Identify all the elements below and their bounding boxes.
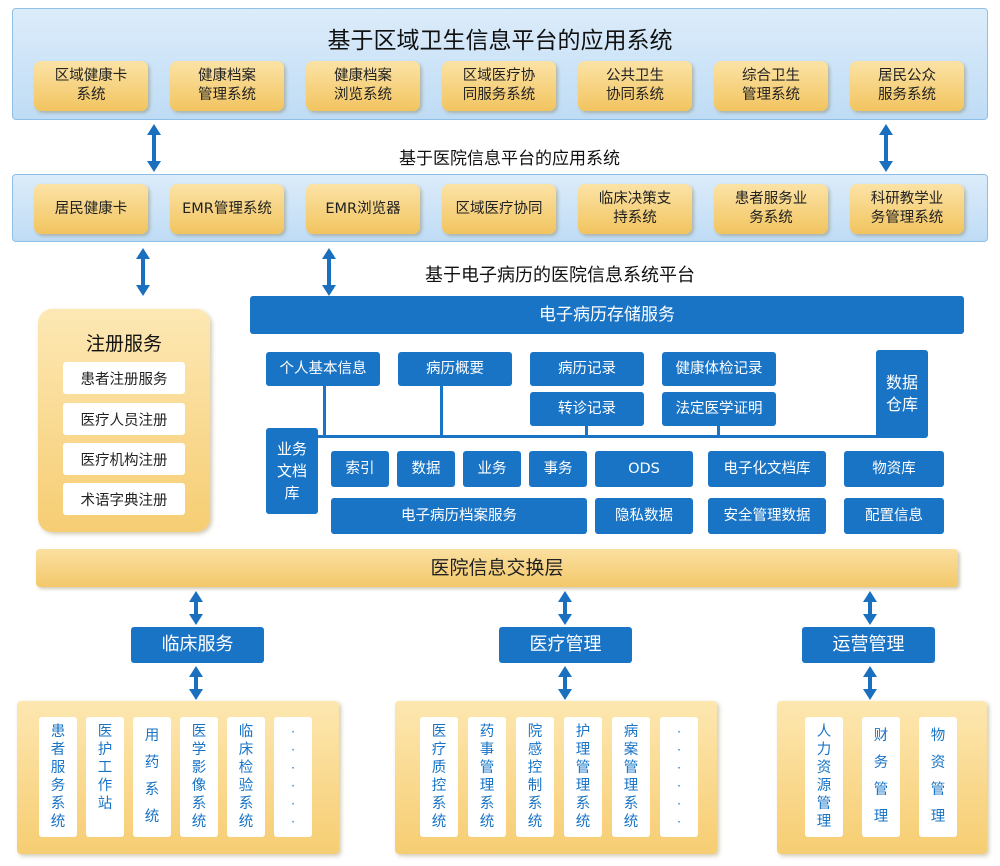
connector-line bbox=[717, 426, 720, 438]
emr-store-box: 电子病历档案服务 bbox=[331, 498, 587, 534]
business-archive-box: 业务 文档 库 bbox=[266, 428, 318, 514]
emr-store-box: 索引 bbox=[331, 451, 389, 487]
more-systems-column: ······ bbox=[660, 717, 698, 837]
system-column: 护理管理系统 bbox=[564, 717, 602, 837]
hospital-app-box: 科研教学业 务管理系统 bbox=[850, 184, 964, 234]
emr-data-box: 个人基本信息 bbox=[266, 352, 380, 386]
regional-app-box: 区域健康卡 系统 bbox=[34, 61, 148, 111]
hospital-app-box: EMR管理系统 bbox=[170, 184, 284, 234]
hospital-app-box: 患者服务业 务系统 bbox=[714, 184, 828, 234]
registration-item: 术语字典注册 bbox=[63, 483, 185, 515]
bidirectional-arrow-icon bbox=[879, 124, 893, 172]
registration-title: 注册服务 bbox=[85, 333, 162, 355]
group-label-operations: 运营管理 bbox=[802, 627, 935, 663]
system-column: 人力资源管理 bbox=[805, 717, 843, 837]
system-column: 临床检验系统 bbox=[227, 717, 265, 837]
bidirectional-arrow-icon bbox=[558, 591, 572, 625]
connector-line bbox=[323, 386, 326, 438]
registration-item: 医疗人员注册 bbox=[63, 403, 185, 435]
group-label-medical-management: 医疗管理 bbox=[499, 627, 632, 663]
bidirectional-arrow-icon bbox=[322, 248, 336, 296]
emr-store-box: 安全管理数据 bbox=[708, 498, 826, 534]
data-warehouse-box: 数据 仓库 bbox=[876, 350, 928, 438]
emr-data-box: 健康体检记录 bbox=[662, 352, 776, 386]
emr-data-box: 病历记录 bbox=[530, 352, 644, 386]
system-column: 患者服务系统 bbox=[39, 717, 77, 837]
emr-store-box: 隐私数据 bbox=[595, 498, 693, 534]
bidirectional-arrow-icon bbox=[189, 666, 203, 700]
emr-store-box: 数据 bbox=[397, 451, 455, 487]
emr-store-box: ODS bbox=[595, 451, 693, 487]
emr-store-box: 业务 bbox=[463, 451, 521, 487]
emr-store-box: 事务 bbox=[529, 451, 587, 487]
emr-storage-bar: 电子病历存储服务 bbox=[250, 296, 964, 334]
bidirectional-arrow-icon bbox=[863, 591, 877, 625]
regional-app-box: 健康档案 管理系统 bbox=[170, 61, 284, 111]
system-column: 院感控制系统 bbox=[516, 717, 554, 837]
hospital-app-box: 居民健康卡 bbox=[34, 184, 148, 234]
hospital-app-box: 区域医疗协同 bbox=[442, 184, 556, 234]
regional-app-box: 健康档案 浏览系统 bbox=[306, 61, 420, 111]
regional-app-box: 综合卫生 管理系统 bbox=[714, 61, 828, 111]
bidirectional-arrow-icon bbox=[863, 666, 877, 700]
more-systems-column: ······ bbox=[274, 717, 312, 837]
emr-platform-title: 基于电子病历的医院信息系统平台 bbox=[425, 265, 695, 286]
bidirectional-arrow-icon bbox=[147, 124, 161, 172]
group-label-clinical: 临床服务 bbox=[131, 627, 264, 663]
regional-app-box: 区域医疗协 同服务系统 bbox=[442, 61, 556, 111]
system-column: 医护工作站 bbox=[86, 717, 124, 837]
connector-bus bbox=[266, 435, 912, 438]
regional-app-box: 居民公众 服务系统 bbox=[850, 61, 964, 111]
system-column: 物资管理 bbox=[919, 717, 957, 837]
system-column: 医学影像系统 bbox=[180, 717, 218, 837]
emr-data-box: 法定医学证明 bbox=[662, 392, 776, 426]
connector-line bbox=[440, 386, 443, 438]
bidirectional-arrow-icon bbox=[189, 591, 203, 625]
system-column: 医疗质控系统 bbox=[420, 717, 458, 837]
system-column: 药事管理系统 bbox=[468, 717, 506, 837]
system-column: 财务管理 bbox=[862, 717, 900, 837]
system-column: 用药系统 bbox=[133, 717, 171, 837]
emr-store-box: 物资库 bbox=[844, 451, 944, 487]
hospital-app-box: 临床决策支 持系统 bbox=[578, 184, 692, 234]
emr-store-box: 电子化文档库 bbox=[708, 451, 826, 487]
registration-item: 医疗机构注册 bbox=[63, 443, 185, 475]
registration-item: 患者注册服务 bbox=[63, 362, 185, 394]
system-column: 病案管理系统 bbox=[612, 717, 650, 837]
hospital-apps-title: 基于医院信息平台的应用系统 bbox=[399, 149, 620, 169]
regional-app-box: 公共卫生 协同系统 bbox=[578, 61, 692, 111]
emr-store-box: 配置信息 bbox=[844, 498, 944, 534]
bidirectional-arrow-icon bbox=[558, 666, 572, 700]
bidirectional-arrow-icon bbox=[136, 248, 150, 296]
emr-data-box: 病历概要 bbox=[398, 352, 512, 386]
regional-platform-title: 基于区域卫生信息平台的应用系统 bbox=[327, 28, 673, 54]
exchange-layer-bar: 医院信息交换层 bbox=[36, 549, 958, 587]
hospital-app-box: EMR浏览器 bbox=[306, 184, 420, 234]
connector-line bbox=[585, 426, 588, 438]
emr-data-box: 转诊记录 bbox=[530, 392, 644, 426]
